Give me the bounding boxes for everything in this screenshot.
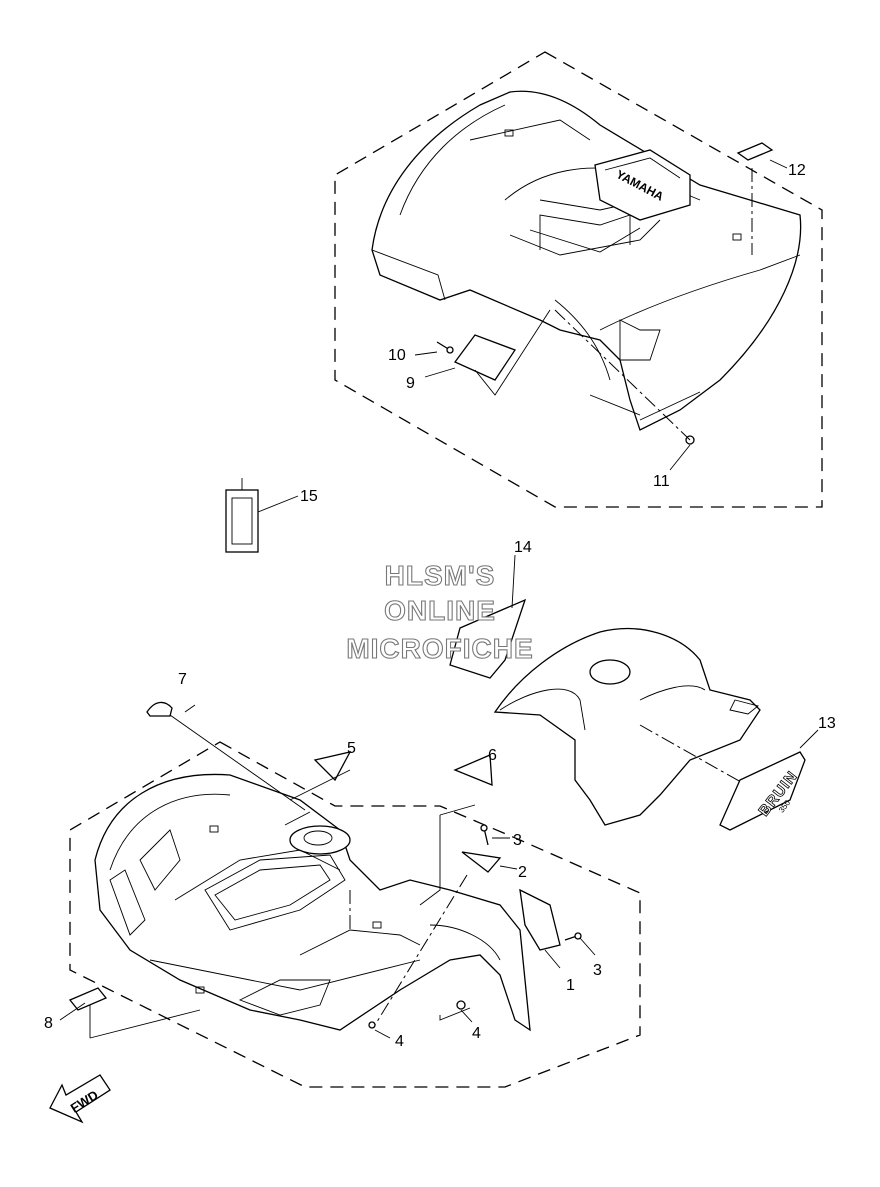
part-12-label bbox=[736, 142, 774, 161]
callout-4-right: 4 bbox=[472, 1025, 481, 1042]
part-3-screw-upper bbox=[480, 824, 489, 846]
callout-14: 14 bbox=[514, 539, 532, 556]
callout-6: 6 bbox=[488, 747, 497, 764]
watermark-line-1: HLSM'S bbox=[385, 560, 496, 591]
callout-1: 1 bbox=[566, 977, 575, 994]
callout-15: 15 bbox=[300, 488, 318, 505]
front-group-boundary bbox=[69, 741, 641, 1088]
part-6-sticker bbox=[453, 754, 493, 786]
callout-12: 12 bbox=[788, 162, 806, 179]
watermark-line-3: MICROFICHE bbox=[346, 633, 533, 664]
rear-fender: YAMAHA bbox=[371, 90, 802, 431]
part-7-cap bbox=[146, 701, 173, 717]
part-5-sticker bbox=[313, 751, 352, 782]
tank-cover bbox=[493, 628, 761, 826]
callout-9: 9 bbox=[406, 375, 415, 392]
rear-group-boundary bbox=[334, 51, 823, 508]
front-fender-group bbox=[59, 701, 641, 1088]
part-13-decal: BRUIN 350 bbox=[719, 729, 819, 831]
callout-10: 10 bbox=[388, 347, 406, 364]
callout-7: 7 bbox=[178, 671, 187, 688]
callout-3-upper: 3 bbox=[513, 832, 522, 849]
part-10-screw bbox=[436, 341, 454, 354]
part-4-nut-left bbox=[368, 1021, 376, 1029]
part-4-nut-right bbox=[456, 1000, 466, 1010]
part-15-label bbox=[225, 478, 299, 553]
front-fender bbox=[94, 773, 531, 1032]
watermark-line-2: ONLINE bbox=[384, 595, 496, 626]
callout-3-lower: 3 bbox=[593, 962, 602, 979]
part-14-label bbox=[449, 554, 527, 679]
part-9-plate bbox=[453, 334, 516, 381]
rear-fender-group: YAMAHA bbox=[334, 51, 823, 508]
part-2-sticker bbox=[461, 851, 502, 873]
callout-13: 13 bbox=[818, 715, 836, 732]
part-3-screw-lower bbox=[564, 932, 582, 941]
callout-11: 11 bbox=[653, 473, 670, 490]
callout-4-left: 4 bbox=[395, 1033, 404, 1050]
fwd-arrow-icon: FWD bbox=[49, 1074, 111, 1124]
callouts: 1 2 3 3 4 4 5 6 7 8 9 10 11 12 13 14 15 bbox=[44, 162, 836, 1050]
callout-5: 5 bbox=[347, 740, 356, 757]
part-8-label bbox=[68, 987, 108, 1011]
part-1-panel bbox=[519, 888, 561, 951]
callout-8: 8 bbox=[44, 1015, 53, 1032]
watermark: HLSM'S ONLINE MICROFICHE bbox=[346, 559, 533, 664]
callout-2: 2 bbox=[518, 864, 527, 881]
